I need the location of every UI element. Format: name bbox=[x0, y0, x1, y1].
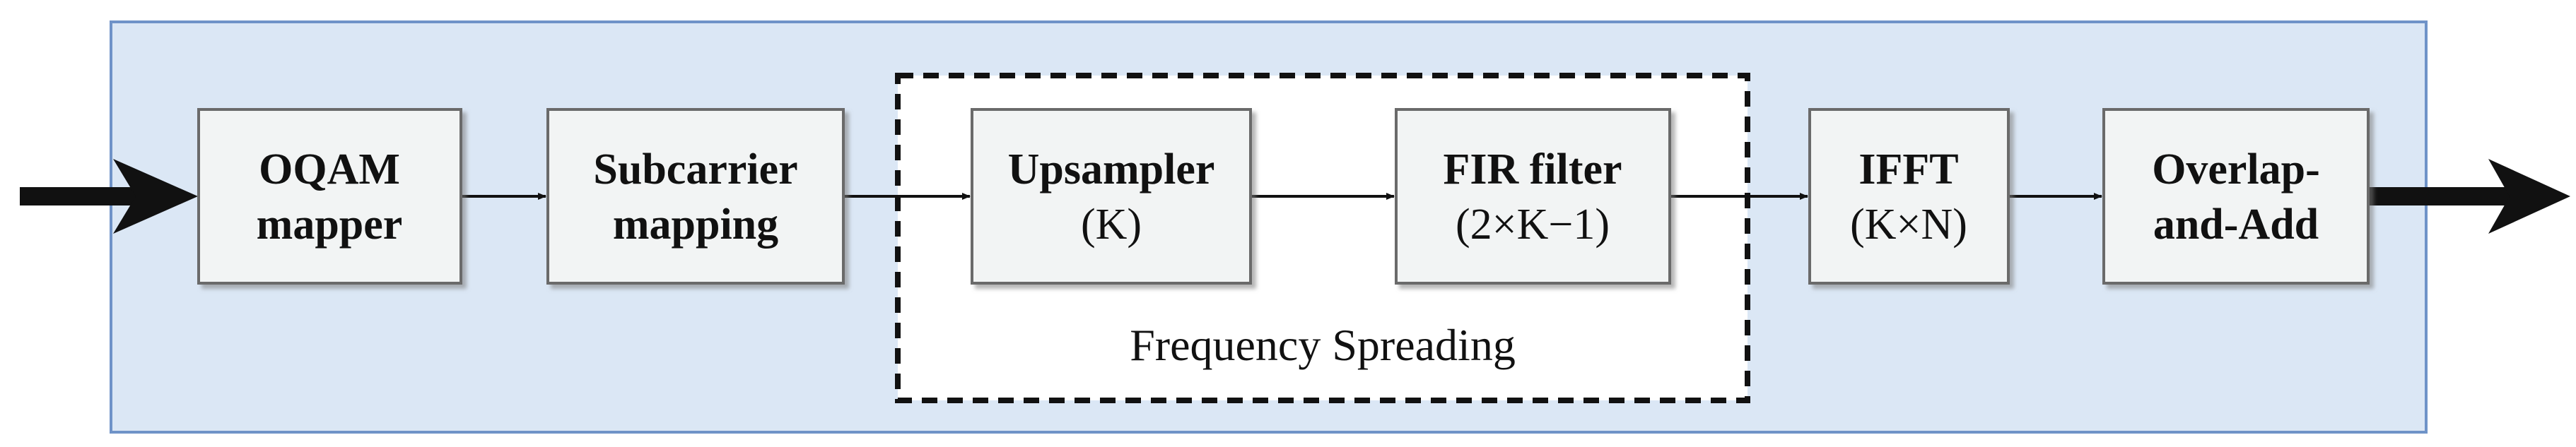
block-subcarrier-line2: mapping bbox=[613, 201, 778, 249]
block-oqam-mapper: OQAM mapper bbox=[197, 108, 462, 285]
block-ifft-line2: (K×N) bbox=[1850, 201, 1967, 249]
block-ifft-line1: IFFT bbox=[1858, 145, 1958, 193]
block-overlap-and-add: Overlap- and-Add bbox=[2102, 108, 2370, 285]
block-subcarrier-line1: Subcarrier bbox=[593, 145, 797, 193]
block-oqam-line1: OQAM bbox=[259, 145, 400, 193]
block-ifft: IFFT (K×N) bbox=[1808, 108, 2010, 285]
block-subcarrier-mapping: Subcarrier mapping bbox=[546, 108, 845, 285]
block-fir-line2: (2×K−1) bbox=[1456, 201, 1610, 249]
block-upsampler-line1: Upsampler bbox=[1008, 145, 1215, 193]
block-overlap-line2: and-Add bbox=[2153, 201, 2319, 249]
input-arrow bbox=[20, 159, 198, 234]
group-label: Frequency Spreading bbox=[1130, 320, 1516, 370]
block-upsampler-line2: (K) bbox=[1081, 201, 1142, 249]
block-fir-filter: FIR filter (2×K−1) bbox=[1395, 108, 1671, 285]
block-upsampler: Upsampler (K) bbox=[971, 108, 1252, 285]
block-overlap-line1: Overlap- bbox=[2152, 145, 2320, 193]
block-oqam-line2: mapper bbox=[257, 201, 403, 249]
block-fir-line1: FIR filter bbox=[1443, 145, 1622, 193]
output-arrow bbox=[2368, 159, 2570, 234]
